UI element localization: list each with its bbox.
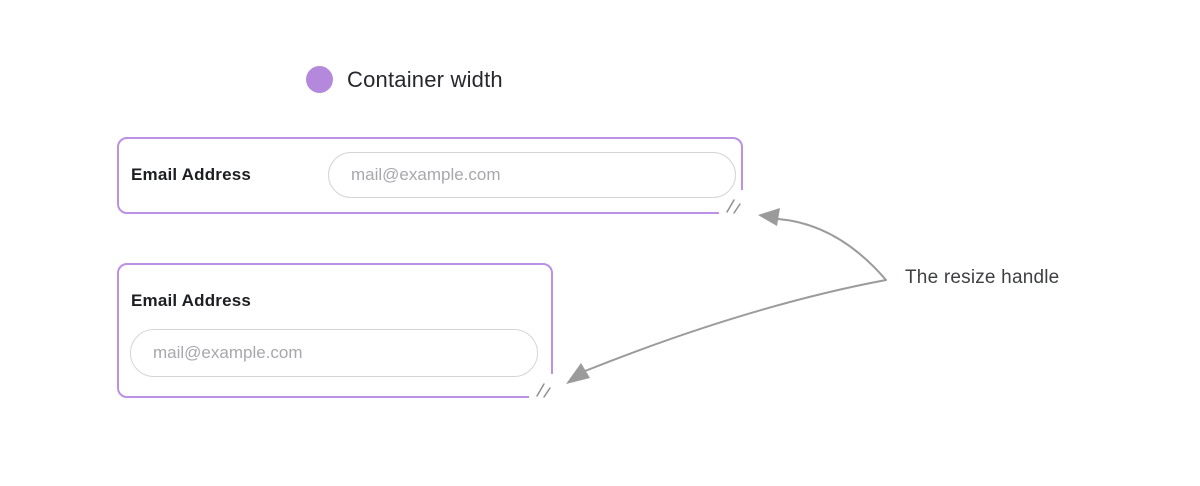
resize-handle-icon: [536, 383, 551, 398]
resize-handle-icon: [726, 199, 741, 214]
email-container-wide: Email Address: [117, 137, 743, 214]
arrowhead-top: [758, 208, 780, 226]
arrowhead-bottom: [566, 363, 590, 384]
email-input[interactable]: [130, 329, 538, 377]
email-input[interactable]: [328, 152, 736, 198]
email-container-narrow: Email Address: [117, 263, 553, 398]
resize-handle[interactable]: [723, 197, 743, 215]
email-address-label: Email Address: [131, 291, 252, 310]
legend: Container width: [306, 66, 503, 93]
border-notch: [547, 374, 553, 398]
border-notch: [529, 392, 553, 398]
legend-label: Container width: [347, 66, 503, 92]
border-notch: [737, 190, 743, 214]
annotation-label: The resize handle: [905, 267, 1060, 288]
border-notch: [719, 208, 743, 214]
arrow-to-top-handle: [777, 218, 887, 281]
resize-handle[interactable]: [533, 381, 553, 399]
container-width-dot-icon: [306, 66, 333, 93]
arrow-to-bottom-handle: [584, 279, 887, 372]
email-address-label: Email Address: [131, 165, 252, 184]
